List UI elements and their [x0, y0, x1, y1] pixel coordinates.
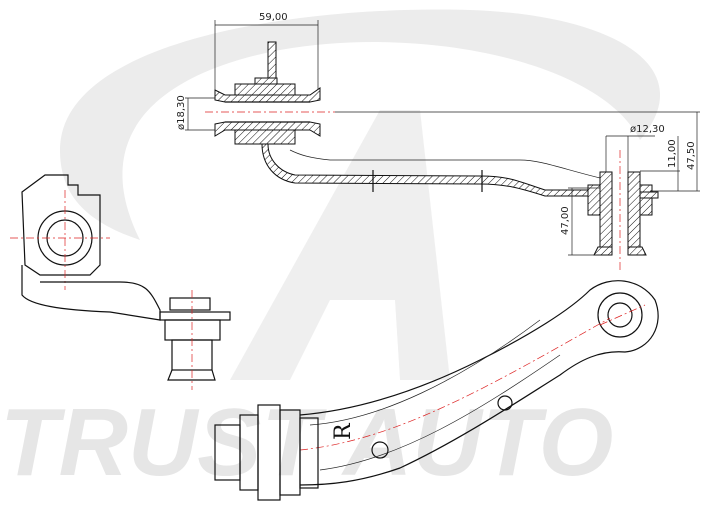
- dim-bushing-diameter-large: ø18,30: [176, 95, 187, 130]
- dim-small-bushing-height: 47,00: [560, 206, 571, 235]
- side-view: [10, 174, 231, 390]
- side-marking: R: [331, 422, 356, 440]
- watermark-text: TRUST AUTO: [0, 389, 613, 496]
- dim-total-height: 47,50: [686, 141, 697, 170]
- bottom-view: R: [214, 280, 659, 501]
- top-view: [205, 41, 700, 270]
- dim-bushing-diameter-small: ø12,30: [630, 124, 665, 135]
- dim-bushing-length: 59,00: [259, 12, 288, 23]
- dimension-lines: 59,00 ø18,30 ø12,30 11,00 47,50 47,00: [176, 12, 700, 256]
- dim-offset-height: 11,00: [667, 139, 678, 168]
